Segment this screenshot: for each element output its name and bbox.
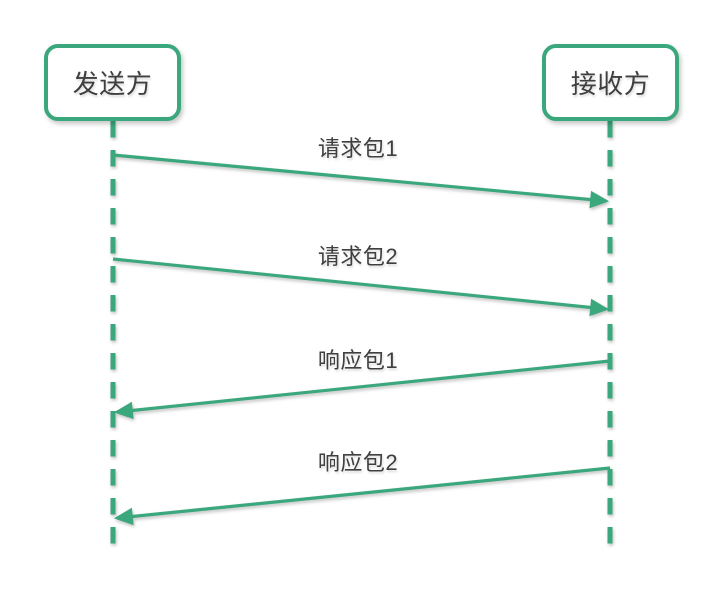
actor-box-sender: 发送方 [44,44,181,121]
actor-box-receiver: 接收方 [542,44,679,121]
message-label-request-2: 请求包2 [317,244,399,269]
message-arrow-request-1 [112,153,610,209]
message-label-response-2: 响应包2 [317,450,399,475]
message-arrow-response-2 [113,466,611,526]
message-label-request-1: 请求包1 [317,136,399,161]
message-arrow-response-1 [113,359,611,420]
actor-label-receiver: 接收方 [570,69,651,99]
actor-label-sender: 发送方 [72,69,153,99]
message-arrow-request-2 [112,257,610,317]
message-label-response-1: 响应包1 [317,348,399,373]
